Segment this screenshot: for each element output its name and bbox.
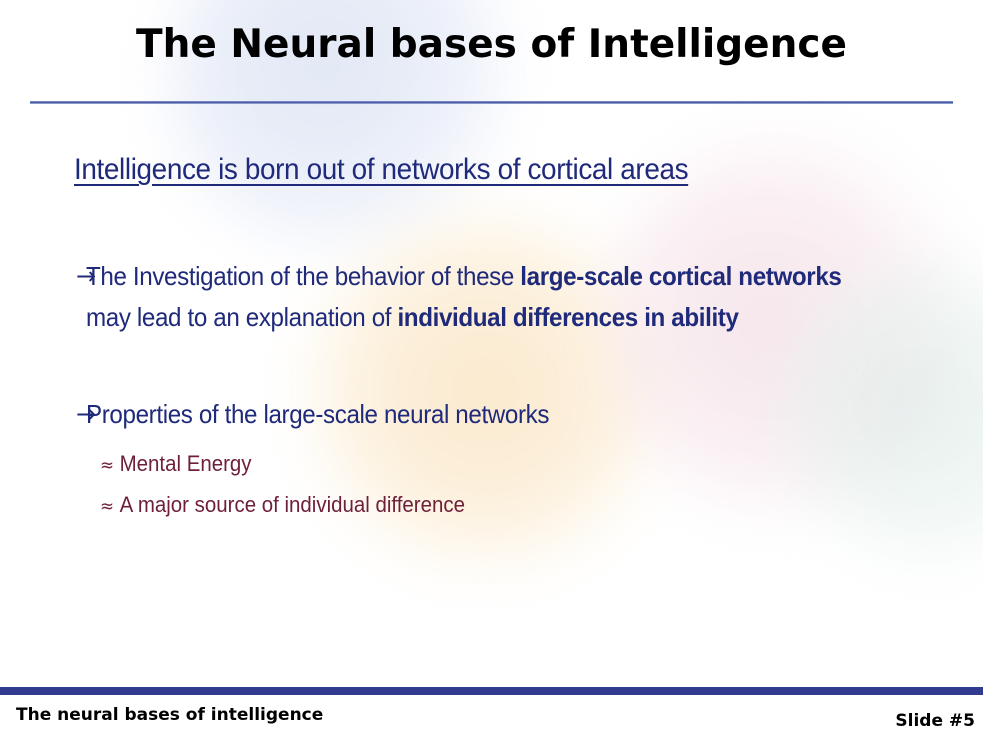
bullet-1-text: The Investigation of the behavior of the…: [86, 256, 886, 338]
subbullet-item-2: ≈A major source of individual difference: [100, 492, 465, 518]
bullet-1-part-3: may lead to an explanation of: [86, 302, 398, 332]
bullet-1-part-1: The Investigation of the behavior of the…: [86, 261, 521, 291]
bullet-1-emphasis-2: individual differences in ability: [397, 302, 739, 332]
subbullet-1-text: Mental Energy: [119, 451, 252, 476]
approx-icon: ≈: [100, 455, 115, 476]
slide-number: Slide #5: [895, 711, 975, 731]
background-orange-blob: [300, 205, 670, 575]
slide-subtitle: Intelligence is born out of networks of …: [74, 153, 689, 186]
bullet-item-1: → The Investigation of the behavior of t…: [76, 256, 946, 338]
bullet-1-emphasis-1: large-scale cortical networks: [520, 261, 842, 291]
bullet-item-2: → Properties of the large-scale neural n…: [76, 394, 946, 435]
footer-bar: [0, 687, 983, 695]
subbullet-2-text: A major source of individual difference: [119, 492, 465, 517]
approx-icon: ≈: [100, 496, 115, 517]
title-divider: [30, 101, 953, 104]
right-arrow-icon: →: [76, 262, 96, 290]
footer-title: The neural bases of intelligence: [16, 705, 324, 725]
right-arrow-icon: →: [76, 400, 96, 428]
slide-title: The Neural bases of Intelligence: [136, 22, 847, 67]
bullet-2-text: Properties of the large-scale neural net…: [86, 399, 550, 429]
subbullet-item-1: ≈Mental Energy: [100, 451, 252, 477]
